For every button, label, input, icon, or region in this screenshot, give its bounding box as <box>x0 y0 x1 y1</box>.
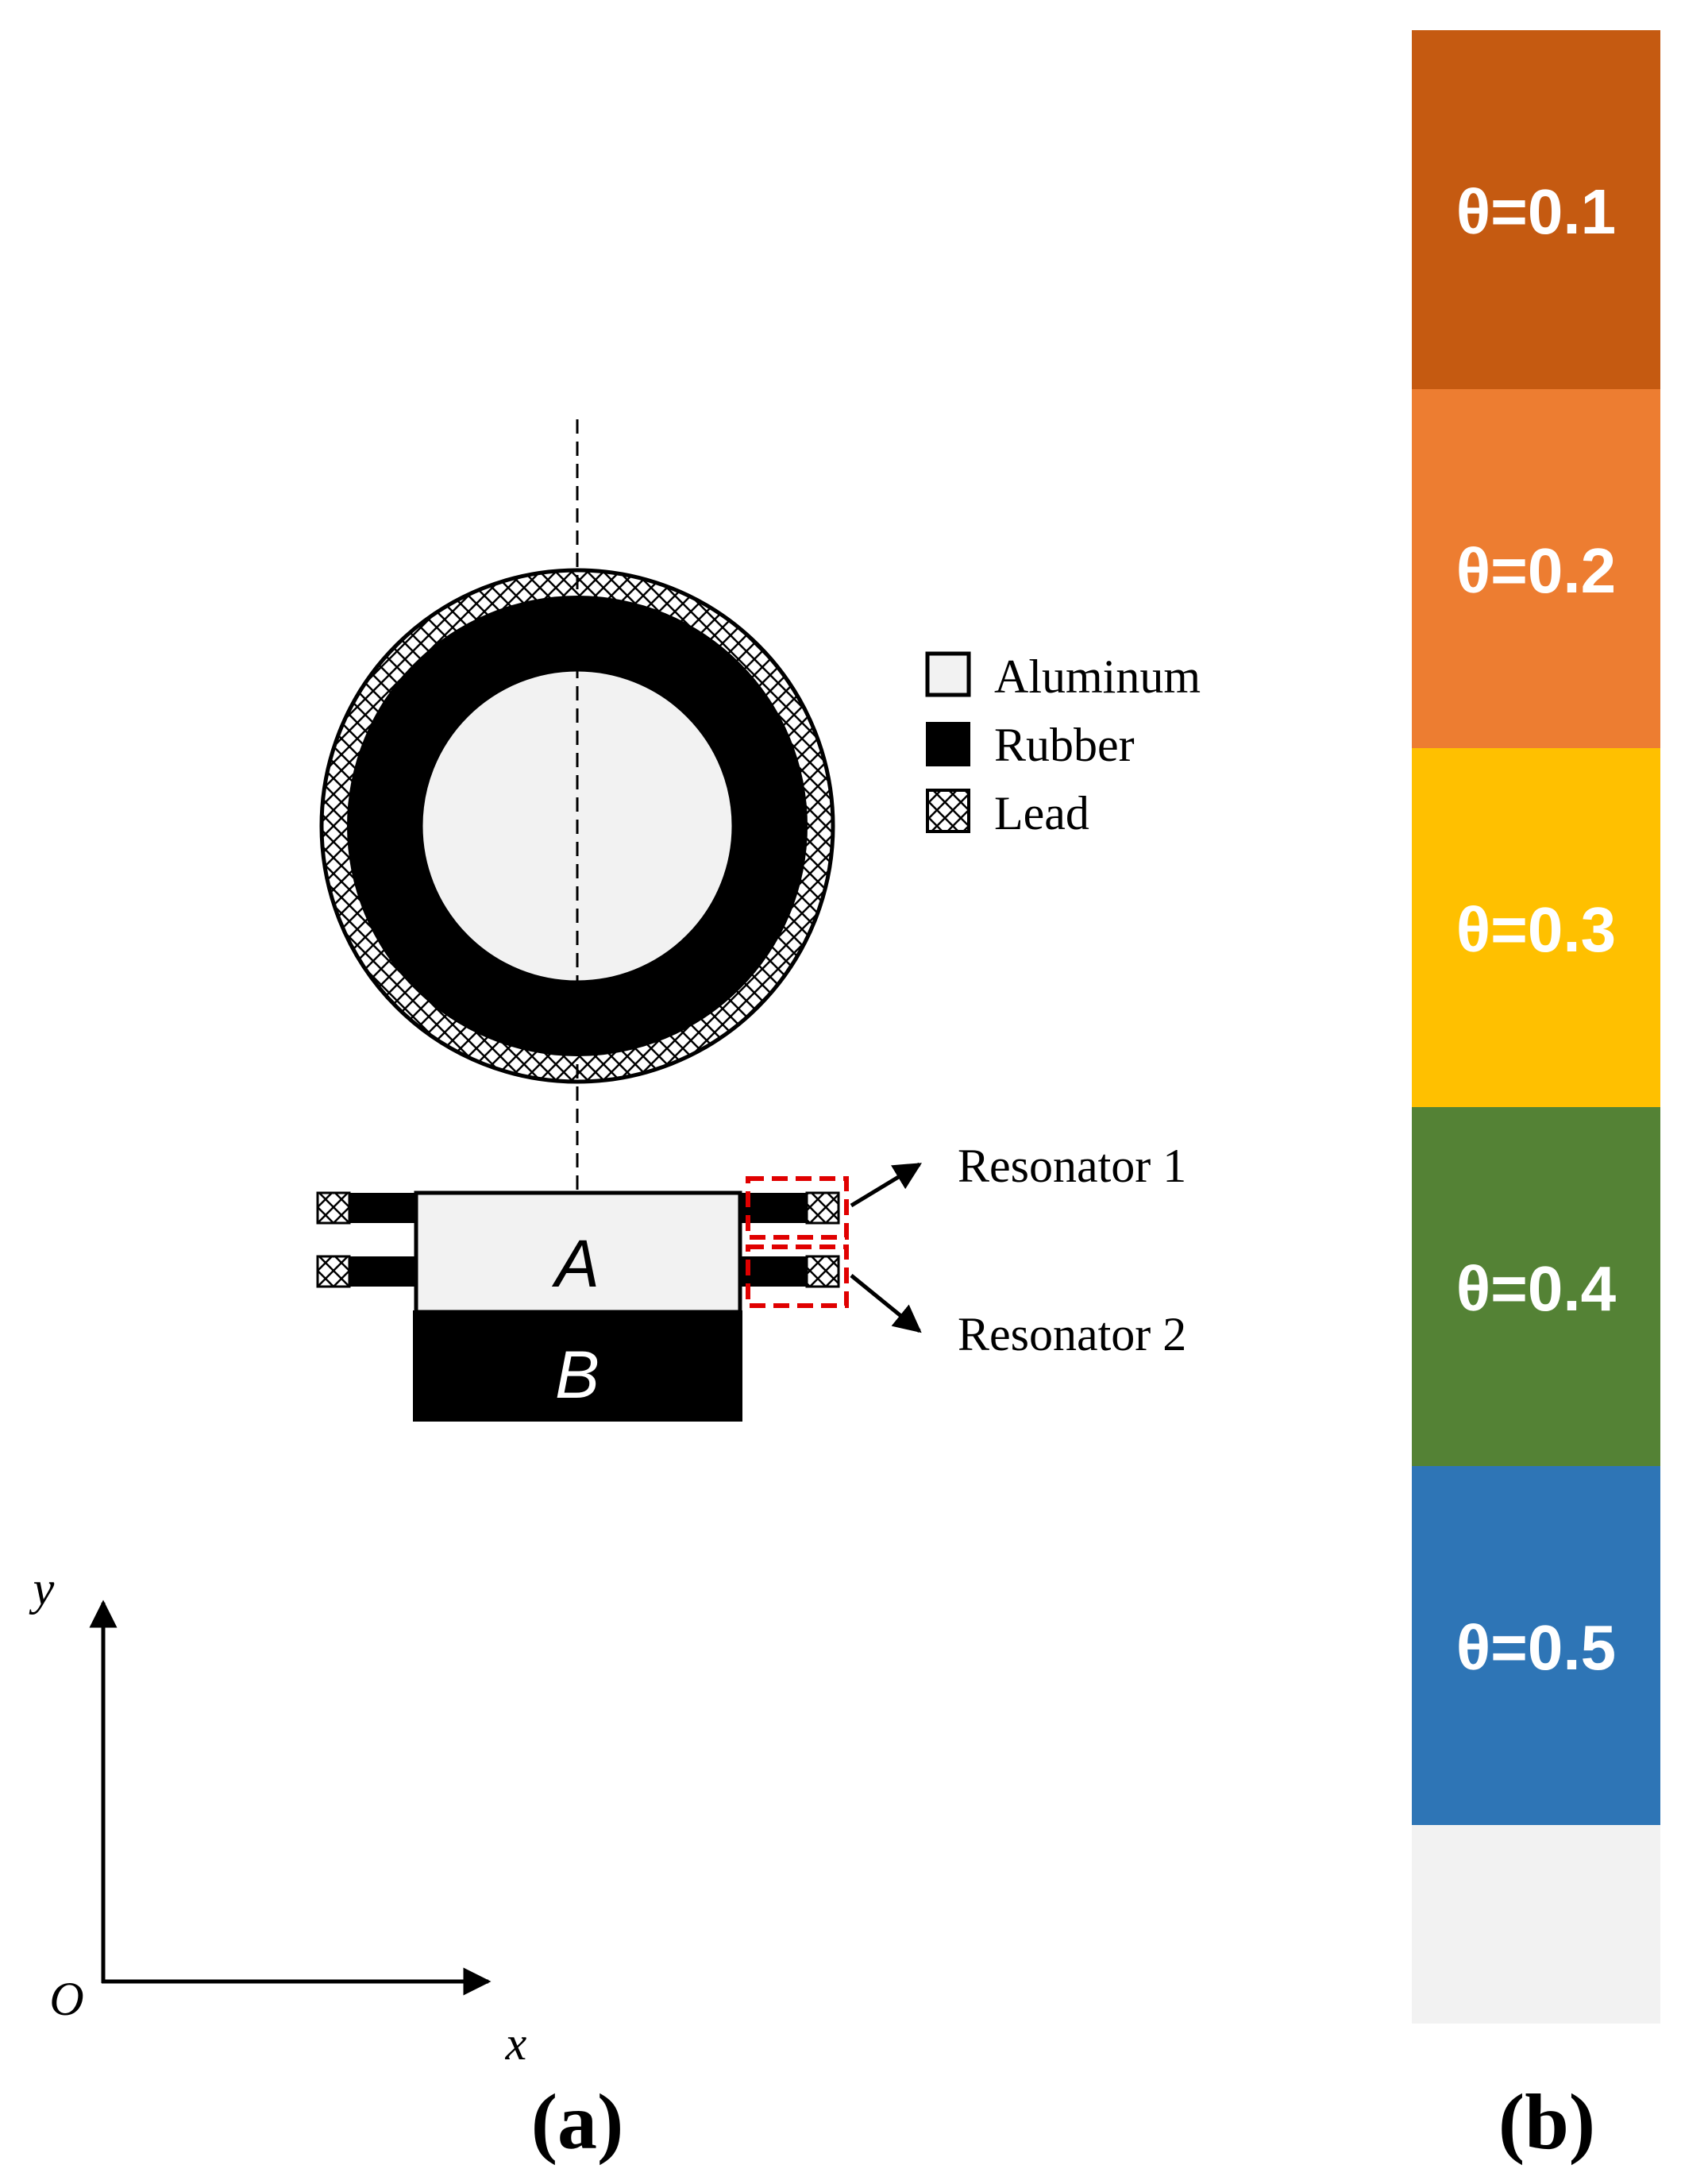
color-bar-label: θ=0.3 <box>1456 894 1616 965</box>
panel-label-b: (b) <box>1498 2078 1595 2166</box>
block-b <box>413 1310 742 1422</box>
material-legend: Aluminum Rubber Lead <box>925 650 1201 839</box>
right-resonator-top <box>740 1191 840 1225</box>
block-a <box>414 1190 742 1314</box>
legend-label-lead: Lead <box>994 787 1089 839</box>
legend-label-rubber: Rubber <box>994 719 1135 771</box>
legend-label-aluminum: Aluminum <box>994 650 1201 703</box>
left-resonator-bottom <box>316 1255 416 1288</box>
axis-y-label: y <box>29 1562 55 1615</box>
resonator2-highlight <box>746 1244 849 1308</box>
legend-swatch-lead <box>926 789 970 833</box>
color-bar-label: θ=0.5 <box>1456 1612 1616 1683</box>
resonator2-arrow <box>850 1274 922 1333</box>
color-bar-label: θ=0.2 <box>1456 535 1616 606</box>
color-bar-label: θ=0.4 <box>1456 1253 1617 1324</box>
block-structure: A B <box>316 1162 922 1422</box>
axis-x-label: x <box>505 2017 527 2070</box>
left-resonator-top <box>316 1191 416 1225</box>
right-resonator-bottom <box>740 1255 840 1288</box>
block-b-label: B <box>555 1337 600 1412</box>
resonator1-arrow <box>850 1162 922 1208</box>
coordinate-axes: y x O <box>29 1562 527 2070</box>
resonator1-highlight <box>746 1176 849 1240</box>
legend-swatch-aluminum <box>925 651 971 697</box>
color-bar-label: θ=0.1 <box>1456 176 1616 247</box>
theta-color-bar: θ=0.1 θ=0.2 θ=0.3 θ=0.4 θ=0.5 <box>1412 30 1660 2024</box>
color-bar-segment <box>1412 30 1660 389</box>
legend-swatch-rubber <box>926 722 970 766</box>
color-bar-segment <box>1412 389 1660 748</box>
color-bar-segment <box>1412 1107 1660 1466</box>
panel-label-a: (a) <box>531 2078 624 2166</box>
resonator1-label: Resonator 1 <box>958 1140 1186 1192</box>
color-bar-segment <box>1412 748 1660 1107</box>
axis-origin-label: O <box>49 1973 83 2025</box>
color-bar-segment <box>1412 1825 1660 2024</box>
block-a-label: A <box>551 1226 600 1301</box>
color-bar-segment <box>1412 1466 1660 1825</box>
resonator2-label: Resonator 2 <box>958 1308 1186 1360</box>
